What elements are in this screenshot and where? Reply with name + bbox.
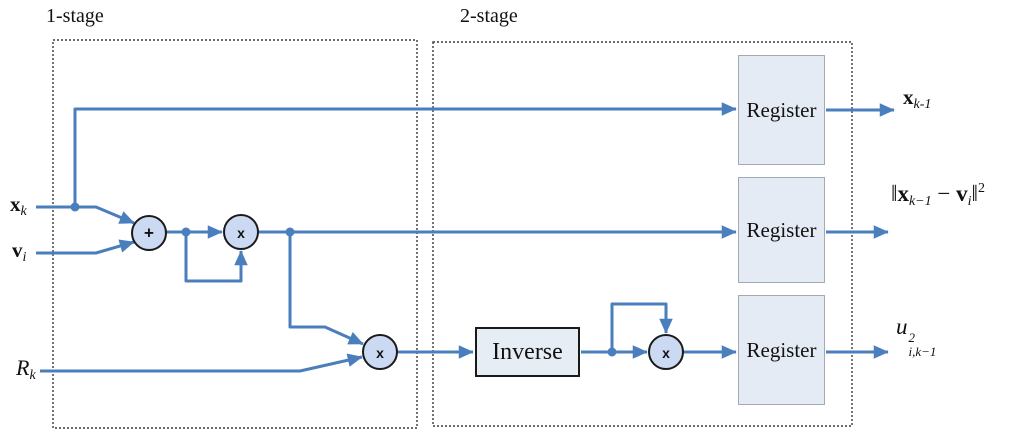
- mult3-node: [648, 334, 684, 370]
- input-xk-label: xk: [10, 192, 27, 220]
- input-rk-label: Rk: [16, 355, 36, 384]
- stage2-label: 2-stage: [460, 5, 518, 27]
- rk-base: R: [16, 355, 30, 380]
- register3-block: Register: [738, 295, 825, 405]
- vi-base: v: [12, 238, 23, 262]
- junction-inverse-out: [607, 347, 617, 357]
- norm-close-bar: ‖: [971, 181, 978, 206]
- output-norm-label: ‖xk−1 − vi‖2: [891, 181, 985, 210]
- u-sup: 2: [908, 330, 916, 345]
- register1-block: Register: [738, 55, 825, 165]
- rk-sub: k: [29, 368, 36, 383]
- norm-x-base: x: [897, 181, 909, 206]
- adder-node: [131, 215, 167, 251]
- mult1-node: [223, 214, 259, 250]
- connector-square-feedback-mult1: [184, 233, 248, 283]
- u-sub: i,k−1: [908, 343, 937, 359]
- register2-block: Register: [738, 177, 825, 283]
- mult2-node: [362, 334, 398, 370]
- mult2-symbol: x: [376, 345, 384, 361]
- mult1-symbol: x: [237, 225, 245, 241]
- junction-xk: [70, 202, 80, 212]
- norm-x-sub: k−1: [908, 194, 932, 209]
- connector-xk-to-adder: [36, 205, 135, 225]
- norm-sup: 2: [977, 181, 985, 196]
- inverse-block: Inverse: [475, 327, 580, 377]
- vi-sub: i: [22, 250, 27, 265]
- register3-label: Register: [746, 337, 817, 362]
- junction-adder-out: [181, 227, 191, 237]
- xprev-base: x: [903, 85, 914, 109]
- adder-symbol: +: [144, 224, 154, 243]
- norm-minus: −: [931, 181, 957, 206]
- stage1-boundary: [52, 39, 418, 429]
- xk-sub: k: [20, 204, 27, 219]
- inverse-label: Inverse: [492, 338, 563, 365]
- register2-label: Register: [746, 217, 817, 242]
- register1-label: Register: [746, 97, 817, 122]
- xprev-sub: k-1: [913, 97, 932, 112]
- u-base: u: [896, 314, 908, 339]
- connector-rk-to-mult2: [40, 353, 363, 373]
- connector-square-feedback-mult3: [610, 302, 673, 351]
- output-xprev-label: xk-1: [903, 85, 931, 113]
- stage1-label: 1-stage: [46, 5, 104, 27]
- norm-open-bar: ‖: [891, 181, 898, 206]
- connector-vi-to-adder: [36, 239, 135, 255]
- connector-xk-to-register1: [73, 102, 737, 207]
- norm-v-base: v: [956, 181, 968, 206]
- xk-base: x: [10, 192, 21, 216]
- junction-mult1-out: [285, 227, 295, 237]
- connector-branch-to-mult2: [288, 233, 364, 346]
- input-vi-label: vi: [12, 238, 26, 266]
- mult3-symbol: x: [662, 345, 670, 361]
- norm-v-sub: i: [967, 194, 972, 209]
